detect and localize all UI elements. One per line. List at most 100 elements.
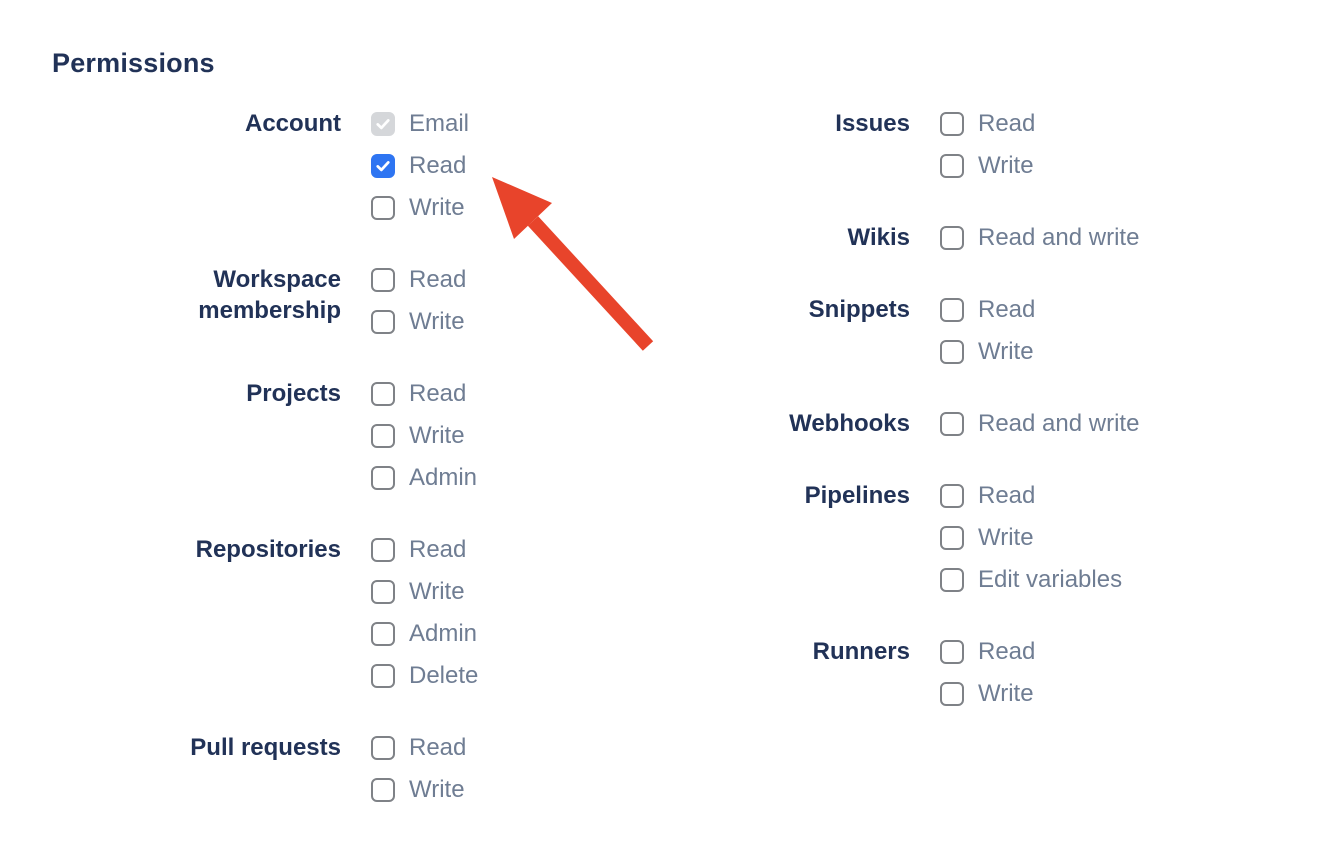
snippets-read-option[interactable]: Read xyxy=(940,289,1035,331)
wikis-read-and-write-checkbox[interactable] xyxy=(940,226,964,250)
checkbox-label: Write xyxy=(409,308,465,335)
issues-read-checkbox[interactable] xyxy=(940,112,964,136)
checkbox-label: Write xyxy=(978,680,1034,707)
projects-admin-checkbox[interactable] xyxy=(371,466,395,490)
checkbox-label: Delete xyxy=(409,662,479,689)
checkbox-label: Read xyxy=(409,152,467,179)
workspace-membership-write-option[interactable]: Write xyxy=(371,301,466,343)
runners-write-checkbox[interactable] xyxy=(940,682,964,706)
repositories-write-option[interactable]: Write xyxy=(371,571,478,613)
checkbox-label: Read xyxy=(978,482,1036,509)
snippets-write-option[interactable]: Write xyxy=(940,331,1035,373)
permission-options: Read and write xyxy=(940,403,1139,445)
permission-group-label: Runners xyxy=(812,638,910,665)
permission-group-label: Projects xyxy=(246,380,341,407)
check-icon xyxy=(376,119,390,130)
pull-requests-write-option[interactable]: Write xyxy=(371,769,466,811)
runners-read-checkbox[interactable] xyxy=(940,640,964,664)
checkbox-label: Write xyxy=(978,152,1034,179)
pipelines-read-option[interactable]: Read xyxy=(940,475,1122,517)
pull-requests-write-checkbox[interactable] xyxy=(371,778,395,802)
issues-write-checkbox[interactable] xyxy=(940,154,964,178)
projects-read-checkbox[interactable] xyxy=(371,382,395,406)
checkbox-label: Read xyxy=(978,296,1036,323)
projects-read-option[interactable]: Read xyxy=(371,373,477,415)
checkbox-label: Admin xyxy=(409,620,478,647)
repositories-write-checkbox[interactable] xyxy=(371,580,395,604)
pipelines-write-option[interactable]: Write xyxy=(940,517,1122,559)
runners-write-option[interactable]: Write xyxy=(940,673,1035,715)
checkbox-label: Read xyxy=(409,380,467,407)
checkbox-label: Read xyxy=(409,266,467,293)
account-email-checkbox xyxy=(371,112,395,136)
permission-group-label: Account xyxy=(245,110,341,137)
permission-group-label: Repositories xyxy=(195,536,341,563)
workspace-membership-write-checkbox[interactable] xyxy=(371,310,395,334)
checkbox-label: Write xyxy=(978,524,1034,551)
permission-group-label: Pull requests xyxy=(190,734,341,761)
snippets-read-checkbox[interactable] xyxy=(940,298,964,322)
permission-group-label: Snippets xyxy=(808,296,910,323)
checkbox-label: Email xyxy=(409,110,470,137)
issues-write-option[interactable]: Write xyxy=(940,145,1035,187)
projects-write-checkbox[interactable] xyxy=(371,424,395,448)
pipelines-write-checkbox[interactable] xyxy=(940,526,964,550)
repositories-delete-option[interactable]: Delete xyxy=(371,655,478,697)
runners-read-option[interactable]: Read xyxy=(940,631,1035,673)
checkbox-label: Read xyxy=(978,638,1036,665)
wikis-read-and-write-option[interactable]: Read and write xyxy=(940,217,1139,259)
account-read-option[interactable]: Read xyxy=(371,145,469,187)
repositories-admin-option[interactable]: Admin xyxy=(371,613,478,655)
snippets-write-checkbox[interactable] xyxy=(940,340,964,364)
workspace-membership-read-option[interactable]: Read xyxy=(371,259,466,301)
issues-read-option[interactable]: Read xyxy=(940,103,1035,145)
checkbox-label: Write xyxy=(409,776,465,803)
checkbox-label: Admin xyxy=(409,464,478,491)
pull-requests-read-checkbox[interactable] xyxy=(371,736,395,760)
checkbox-label: Edit variables xyxy=(978,566,1123,593)
checkbox-label: Write xyxy=(409,578,465,605)
repositories-admin-checkbox[interactable] xyxy=(371,622,395,646)
repositories-read-option[interactable]: Read xyxy=(371,529,478,571)
pipelines-edit-variables-option[interactable]: Edit variables xyxy=(940,559,1122,601)
projects-admin-option[interactable]: Admin xyxy=(371,457,477,499)
checkbox-label: Write xyxy=(409,194,465,221)
checkbox-label: Write xyxy=(978,338,1034,365)
checkbox-label: Read and write xyxy=(978,410,1140,437)
checkbox-label: Write xyxy=(409,422,465,449)
repositories-delete-checkbox[interactable] xyxy=(371,664,395,688)
account-read-checkbox[interactable] xyxy=(371,154,395,178)
account-email-option: Email xyxy=(371,103,469,145)
checkbox-label: Read xyxy=(978,110,1036,137)
pull-requests-read-option[interactable]: Read xyxy=(371,727,466,769)
account-write-option[interactable]: Write xyxy=(371,187,469,229)
repositories-read-checkbox[interactable] xyxy=(371,538,395,562)
pipelines-edit-variables-checkbox[interactable] xyxy=(940,568,964,592)
workspace-membership-read-checkbox[interactable] xyxy=(371,268,395,292)
checkbox-label: Read and write xyxy=(978,224,1140,251)
permission-group-label: Issues xyxy=(835,110,910,137)
webhooks-read-and-write-option[interactable]: Read and write xyxy=(940,403,1139,445)
pipelines-read-checkbox[interactable] xyxy=(940,484,964,508)
account-write-checkbox[interactable] xyxy=(371,196,395,220)
projects-write-option[interactable]: Write xyxy=(371,415,477,457)
webhooks-read-and-write-checkbox[interactable] xyxy=(940,412,964,436)
